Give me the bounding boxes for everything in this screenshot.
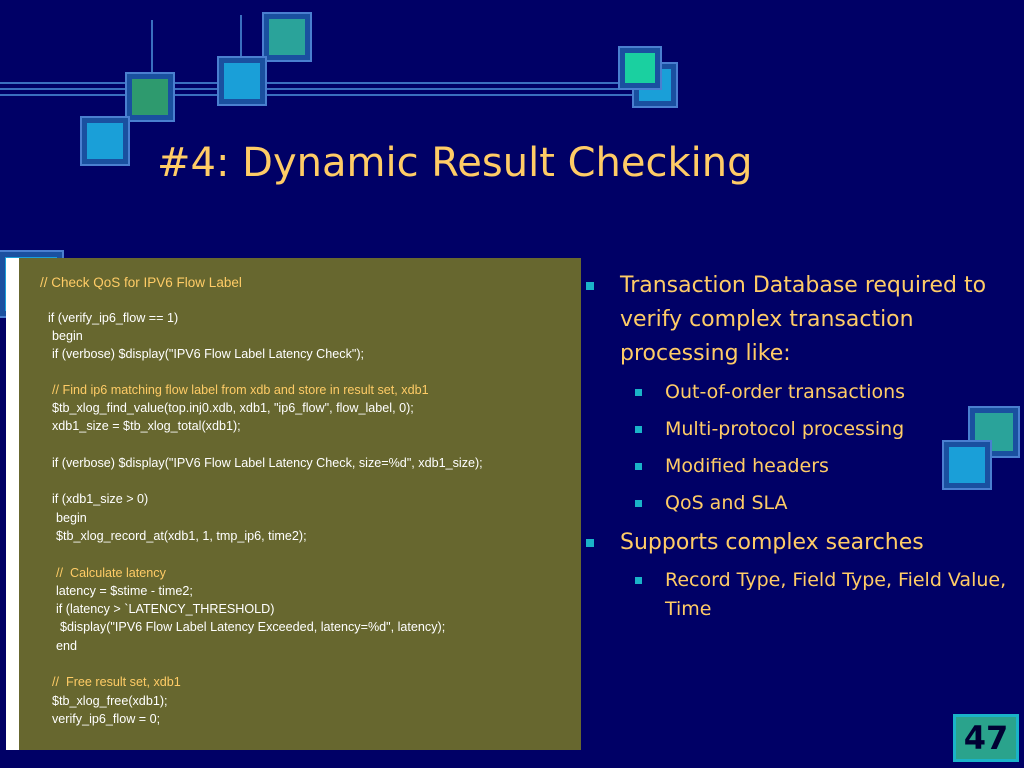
- code-comment: // Find ip6 matching flow label from xdb…: [52, 383, 429, 397]
- page-number: 47: [953, 714, 1019, 762]
- code-frame: // Check QoS for IPV6 Flow Label if (ver…: [6, 258, 581, 750]
- decorative-line: [0, 94, 660, 96]
- sub-bullet-item: Multi-protocol processing: [635, 415, 995, 444]
- code-line: $tb_xlog_find_value(top.inj0.xdb, xdb1, …: [52, 401, 414, 415]
- code-line: $tb_xlog_record_at(xdb1, 1, tmp_ip6, tim…: [56, 529, 307, 543]
- code-line: if (xdb1_size > 0): [52, 492, 149, 506]
- decorative-square: [82, 118, 128, 164]
- bullet-item: Transaction Database required to verify …: [586, 269, 1015, 371]
- bullet-marker: [635, 426, 642, 433]
- bullet-marker: [635, 389, 642, 396]
- code-line: if (verbose) $display("IPV6 Flow Label L…: [52, 456, 483, 470]
- bullet-marker: [586, 539, 594, 547]
- decorative-square: [264, 14, 310, 60]
- decorative-square: [944, 442, 990, 488]
- code-line: if (latency > `LATENCY_THRESHOLD): [56, 602, 275, 616]
- bullet-item: Supports complex searches: [586, 526, 1015, 560]
- bullet-text: Supports complex searches: [620, 530, 924, 555]
- sub-bullet-item: Modified headers: [635, 452, 995, 481]
- decorative-square: [219, 58, 265, 104]
- code-line: if (verbose) $display("IPV6 Flow Label L…: [52, 347, 365, 361]
- code-line: begin: [52, 329, 83, 343]
- decorative-line: [240, 15, 242, 100]
- bullet-text: Modified headers: [665, 455, 829, 477]
- bullet-text: Multi-protocol processing: [665, 418, 905, 440]
- decorative-line: [0, 82, 660, 84]
- code-comment: // Check QoS for IPV6 Flow Label: [40, 275, 242, 290]
- code-line: latency = $stime - time2;: [56, 584, 193, 598]
- bullet-text: Record Type, Field Type, Field Value, Ti…: [665, 569, 1007, 620]
- sub-bullet-item: Record Type, Field Type, Field Value, Ti…: [635, 566, 1010, 624]
- bullet-text: QoS and SLA: [665, 492, 788, 514]
- decorative-line: [0, 88, 660, 90]
- bullet-marker: [586, 282, 594, 290]
- bullet-text: Out-of-order transactions: [665, 381, 906, 403]
- bullet-marker: [635, 577, 642, 584]
- code-line: $tb_xlog_free(xdb1);: [52, 694, 168, 708]
- sub-bullet-item: QoS and SLA: [635, 489, 995, 518]
- bullet-text: Transaction Database required to verify …: [620, 273, 987, 366]
- code-comment: // Calculate latency: [56, 566, 166, 580]
- code-comment: // Free result set, xdb1: [52, 675, 181, 689]
- code-line: xdb1_size = $tb_xlog_total(xdb1);: [52, 419, 241, 433]
- code-line: $display("IPV6 Flow Label Latency Exceed…: [60, 620, 446, 634]
- code-line: if (verify_ip6_flow == 1): [48, 311, 179, 325]
- bullet-marker: [635, 463, 642, 470]
- code-line: begin: [56, 511, 87, 525]
- slide-title: #4: Dynamic Result Checking: [157, 140, 753, 186]
- bullet-marker: [635, 500, 642, 507]
- decorative-square: [620, 48, 660, 88]
- decorative-line: [151, 20, 153, 105]
- decorative-square: [127, 74, 173, 120]
- sub-bullet-item: Out-of-order transactions: [635, 378, 995, 407]
- code-panel: // Check QoS for IPV6 Flow Label if (ver…: [19, 258, 581, 750]
- code-line: verify_ip6_flow = 0;: [52, 712, 161, 726]
- code-line: end: [56, 639, 78, 653]
